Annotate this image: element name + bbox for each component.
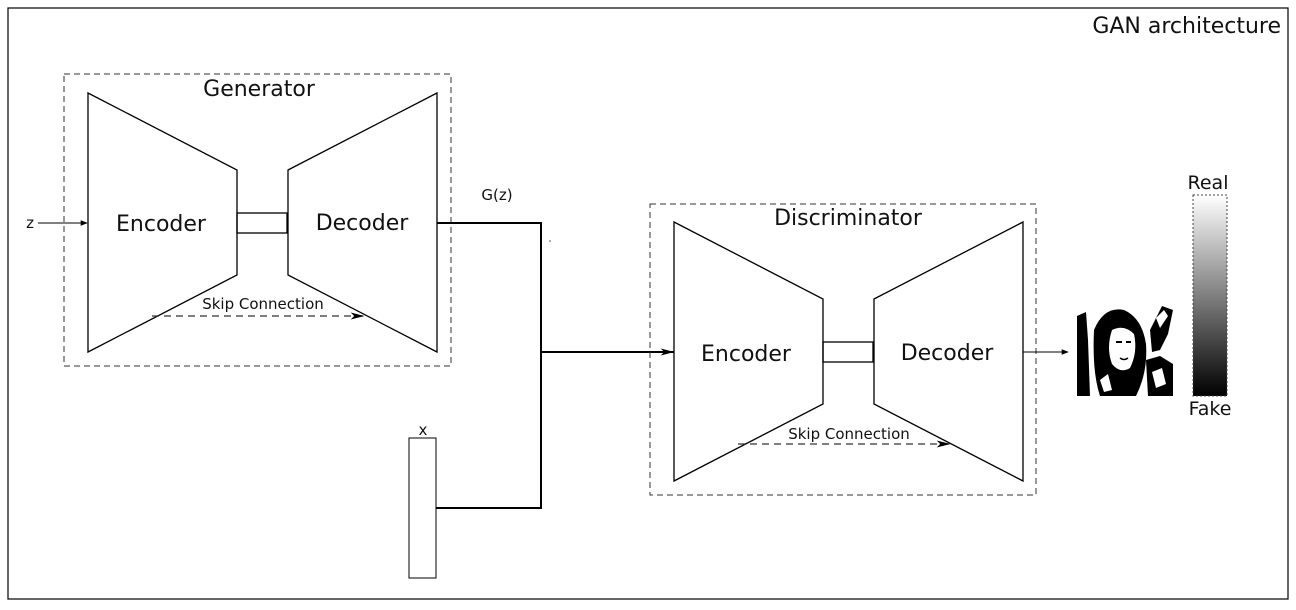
real-fake-scale bbox=[1192, 194, 1228, 397]
generator-decoder-shape bbox=[287, 91, 438, 354]
discriminator-encoder-label: Encoder bbox=[701, 342, 792, 367]
gz-connector bbox=[437, 222, 542, 352]
diagram-title: GAN architecture bbox=[1092, 14, 1281, 39]
x-real-sample-bar bbox=[408, 437, 437, 579]
generator-box bbox=[63, 73, 452, 367]
generator-block: Generator Encoder Decoder Skip Connectio… bbox=[63, 73, 452, 367]
scale-fake-label: Fake bbox=[1189, 398, 1232, 420]
gz-label: G(z) bbox=[481, 186, 512, 204]
generator-skip-label: Skip Connection bbox=[202, 295, 324, 313]
generator-label: Generator bbox=[203, 77, 316, 102]
discriminator-box bbox=[649, 203, 1037, 496]
generator-encoder-label: Encoder bbox=[116, 212, 207, 237]
scale-real-label: Real bbox=[1188, 172, 1229, 194]
generator-bottleneck bbox=[236, 212, 288, 234]
generator-decoder-label: Decoder bbox=[316, 211, 410, 236]
generator-encoder-shape bbox=[87, 91, 238, 354]
discriminator-skip-label: Skip Connection bbox=[788, 425, 910, 443]
discriminator-block: Discriminator Encoder Decoder Skip Conne… bbox=[649, 203, 1037, 496]
discriminator-bottleneck bbox=[822, 341, 874, 363]
outer-frame bbox=[7, 7, 1289, 600]
z-input-label: z bbox=[26, 214, 34, 232]
discriminator-encoder-shape bbox=[673, 220, 824, 483]
x-input-label: x bbox=[419, 421, 428, 439]
x-connector bbox=[436, 352, 542, 509]
discriminator-decoder-shape bbox=[873, 220, 1024, 483]
stray-dot bbox=[549, 240, 551, 242]
discriminator-label: Discriminator bbox=[774, 206, 923, 231]
output-image bbox=[1077, 306, 1173, 396]
discriminator-decoder-label: Decoder bbox=[901, 341, 995, 366]
